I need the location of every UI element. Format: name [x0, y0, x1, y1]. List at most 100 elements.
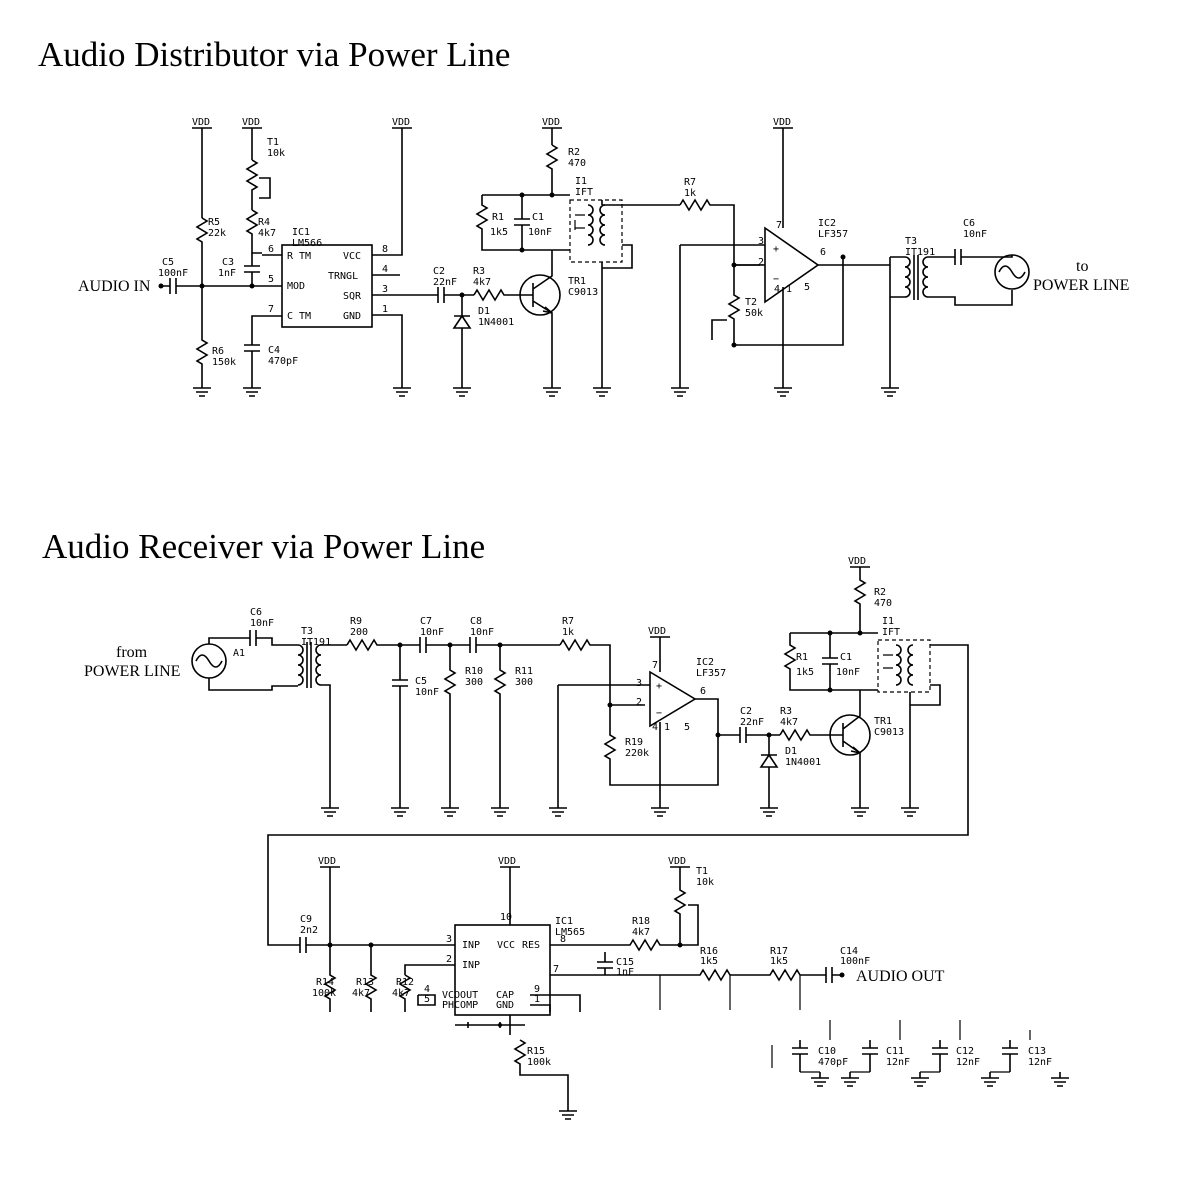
- c6-value: 10nF: [963, 229, 987, 240]
- d1-value: 1N4001: [478, 317, 514, 328]
- i1-label: I1: [575, 176, 587, 187]
- pin-number: 4: [774, 284, 780, 295]
- r19-label: R19: [625, 737, 643, 748]
- c2-value: 22nF: [433, 277, 457, 288]
- r11-label: R11: [515, 666, 533, 677]
- pin-number: 6: [268, 244, 274, 255]
- i1-label: I1: [882, 616, 894, 627]
- pin-number: 5: [268, 274, 274, 285]
- c1-value: 10nF: [836, 667, 860, 678]
- c13-value: 12nF: [1028, 1057, 1052, 1068]
- svg-text:−: −: [773, 274, 779, 285]
- ic1-lm565-box: [454, 924, 551, 1016]
- power-line-label: POWER LINE: [84, 663, 180, 680]
- r7-value: 1k: [562, 627, 574, 638]
- tr1-label: TR1: [874, 716, 892, 727]
- r15-label: R15: [527, 1046, 545, 1057]
- r17-value: 1k5: [770, 956, 788, 967]
- ic2-value: LF357: [818, 229, 848, 240]
- d1-label: D1: [478, 306, 490, 317]
- vdd-label: VDD: [848, 556, 866, 567]
- r4-label: R4: [258, 217, 270, 228]
- r14-label: R14: [316, 977, 334, 988]
- c14-value: 100nF: [840, 956, 870, 967]
- distributor-title: Audio Distributor via Power Line: [38, 35, 510, 74]
- svg-text:+: +: [656, 681, 662, 692]
- c3-value: 1nF: [218, 268, 236, 279]
- pin-number: 7: [652, 660, 658, 671]
- pin-number: 8: [382, 244, 388, 255]
- pin-number: 7: [553, 964, 559, 975]
- c5-value: 10nF: [415, 687, 439, 698]
- pin-number: 1: [664, 722, 670, 733]
- pin-number: 2: [636, 697, 642, 708]
- pin-number: 3: [636, 678, 642, 689]
- r3-label: R3: [473, 266, 485, 277]
- ic2-label: IC2: [696, 657, 714, 668]
- svg-text:+: +: [773, 244, 779, 255]
- pin-number: 6: [700, 686, 706, 697]
- c7-label: C7: [420, 616, 432, 627]
- c15-label: C15: [616, 957, 634, 968]
- t1-label: T1: [267, 137, 279, 148]
- c8-label: C8: [470, 616, 482, 627]
- r12-value: 4k7: [392, 988, 410, 999]
- pin-label: INP: [462, 960, 480, 971]
- r6-label: R6: [212, 346, 224, 357]
- pin-number: 4: [652, 722, 658, 733]
- t1-value: 10k: [267, 148, 285, 159]
- a1-label: A1: [233, 648, 245, 659]
- r10-value: 300: [465, 677, 483, 688]
- t3-label: T3: [905, 236, 917, 247]
- t2-value: 50k: [745, 308, 763, 319]
- c8-value: 10nF: [470, 627, 494, 638]
- ic2-opamp: [649, 670, 697, 728]
- r18-label: R18: [632, 916, 650, 927]
- pin-label: PHCOMP: [442, 1000, 478, 1011]
- pin-number: 3: [382, 284, 388, 295]
- c1-value: 10nF: [528, 227, 552, 238]
- power-line-label: POWER LINE: [1033, 277, 1129, 294]
- c14-label: C14: [840, 946, 858, 957]
- c1-label: C1: [532, 212, 544, 223]
- r16-label: R16: [700, 946, 718, 957]
- vdd-label: VDD: [648, 626, 666, 637]
- receiver-circuit: from POWER LINE A1 C6 10nF T3 IT191 R9 2…: [84, 556, 969, 946]
- t3-label: T3: [301, 626, 313, 637]
- r7-label: R7: [684, 177, 696, 188]
- i1-ift-box: [569, 199, 623, 263]
- r15-value: 100k: [527, 1057, 551, 1068]
- c9-value: 2n2: [300, 925, 318, 936]
- r18-value: 4k7: [632, 927, 650, 938]
- r5-value: 22k: [208, 228, 226, 239]
- r9-label: R9: [350, 616, 362, 627]
- r16-value: 1k5: [700, 956, 718, 967]
- r19-value: 220k: [625, 748, 649, 759]
- pin-number: 8: [560, 934, 566, 945]
- pin-number: 5: [804, 282, 810, 293]
- d1-value: 1N4001: [785, 757, 821, 768]
- t3-value: IT191: [905, 247, 935, 258]
- vdd-label: VDD: [318, 856, 336, 867]
- pin-number: 1: [534, 994, 540, 1005]
- c5-label: C5: [415, 676, 427, 687]
- ic1-value: LM566: [292, 238, 322, 249]
- vdd-label: VDD: [668, 856, 686, 867]
- pin-label: C TM: [287, 311, 311, 322]
- ic2-label: IC2: [818, 218, 836, 229]
- i1-ift-box: [877, 639, 931, 693]
- power-line-source: [994, 254, 1030, 290]
- pin-label: GND: [496, 1000, 514, 1011]
- t1-value: 10k: [696, 877, 714, 888]
- r1-label: R1: [796, 652, 808, 663]
- ic1-label: IC1: [555, 916, 573, 927]
- audio-out-label: AUDIO OUT: [856, 968, 945, 985]
- r7-label: R7: [562, 616, 574, 627]
- r13-label: R13: [356, 977, 374, 988]
- r1-value: 1k5: [490, 227, 508, 238]
- pin-label: TRNGL: [328, 271, 358, 282]
- c6-label: C6: [963, 218, 975, 229]
- c11-label: C11: [886, 1046, 904, 1057]
- pin-number: 1: [786, 284, 792, 295]
- t1-label: T1: [696, 866, 708, 877]
